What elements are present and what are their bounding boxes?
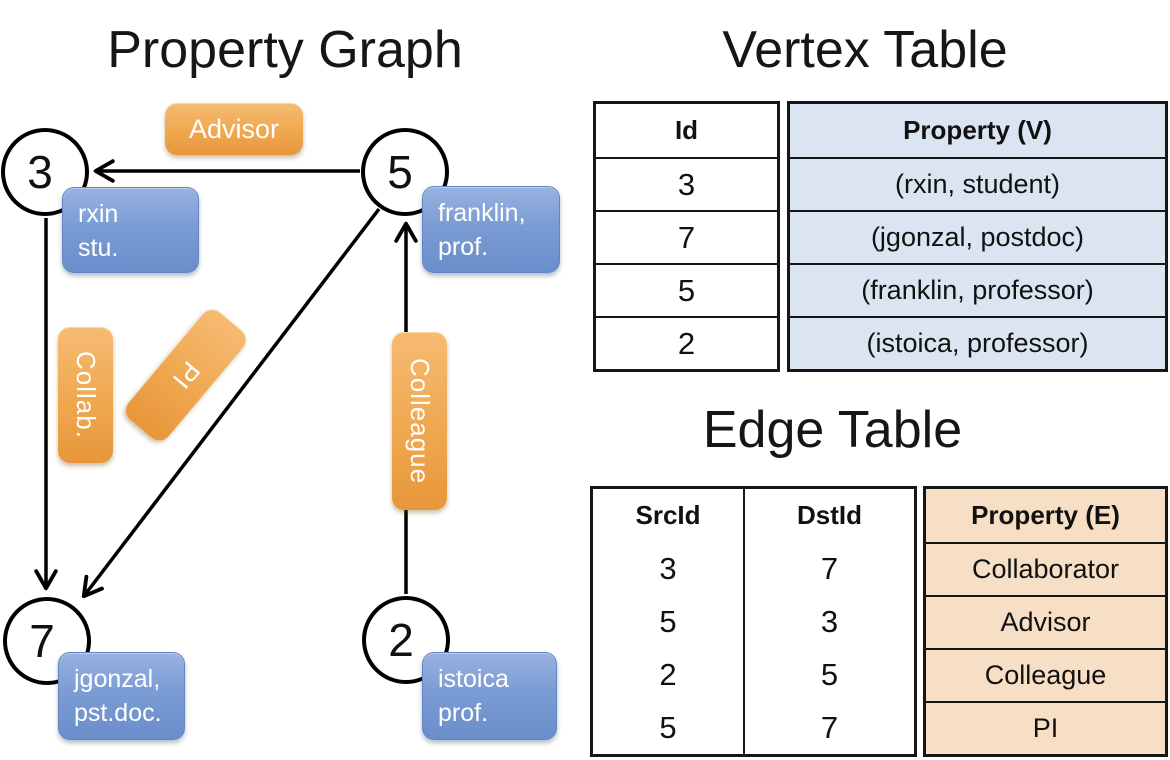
node-2: 2: [362, 596, 450, 684]
node-5-property-line1: franklin,: [438, 199, 526, 227]
node-7-property-label: jgonzal, pst.doc.: [58, 652, 185, 740]
vertex-table-property-cell: (franklin, professor): [790, 263, 1165, 316]
edge-table-dst-cell: 7: [743, 701, 914, 754]
vertex-table-title: Vertex Table: [722, 21, 1008, 79]
edge-table-property-header: Property (E): [971, 500, 1120, 530]
edge-table-dst-cell: 5: [743, 648, 914, 701]
edge-table-property-column: Property (E) Collaborator Advisor Collea…: [923, 486, 1168, 757]
node-2-property-line2: prof.: [438, 699, 489, 727]
edge-table-property-cell: Collaborator: [926, 542, 1165, 595]
node-3-property-line2: stu.: [78, 234, 119, 262]
edge-table-src-cell: 3: [659, 550, 677, 586]
node-5-property-label: franklin, prof.: [422, 186, 560, 273]
edge-table-src-cell: 5: [659, 603, 677, 639]
edge-table-property-cell: Advisor: [926, 595, 1165, 648]
edge-table-dst-header: DstId: [743, 489, 914, 542]
edge-badge-pi-label: PI: [166, 355, 207, 396]
node-3-id: 3: [27, 146, 53, 198]
property-graph-title: Property Graph: [107, 21, 463, 79]
vertex-table-id-column: Id 3 7 5 2: [593, 101, 780, 372]
edge-badge-advisor: Advisor: [165, 103, 303, 155]
node-7-property-line2: pst.doc.: [74, 699, 162, 727]
edge-badge-colleague-label: Colleague: [405, 357, 435, 485]
edge-table-id-columns: SrcId DstId 3 7 5 3 2 5 5 7: [590, 486, 917, 757]
edge-table-property-cell: Colleague: [926, 648, 1165, 701]
node-2-property-line1: istoica: [438, 665, 509, 693]
vertex-table-id-cell: 7: [596, 210, 777, 263]
vertex-table-property-header: Property (V): [903, 115, 1052, 145]
node-5-id: 5: [387, 146, 413, 198]
vertex-table-property-cell: (istoica, professor): [790, 316, 1165, 369]
vertex-table-id-cell: 5: [596, 263, 777, 316]
node-5: 5: [361, 128, 449, 216]
vertex-table-property-column: Property (V) (rxin, student) (jgonzal, p…: [787, 101, 1168, 372]
edge-badge-collab: Collab.: [58, 327, 113, 463]
edge-line-5-to-7-pi: [81, 207, 381, 599]
edge-badge-advisor-label: Advisor: [188, 113, 280, 144]
node-7-id: 7: [29, 615, 55, 667]
edge-table-title: Edge Table: [702, 401, 963, 459]
edge-badge-collab-label: Collab.: [71, 351, 101, 439]
vertex-table-property-cell: (rxin, student): [790, 157, 1165, 210]
edge-table-src-cell: 2: [659, 656, 677, 692]
edge-table-src-header: SrcId: [635, 500, 701, 530]
edge-table-dst-cell: 3: [743, 595, 914, 648]
node-3-property-line1: rxin: [78, 200, 119, 228]
node-5-property-line2: prof.: [438, 233, 489, 261]
vertex-table-id-cell: 3: [596, 157, 777, 210]
vertex-table-id-header: Id: [674, 115, 699, 145]
vertex-table-property-cell: (jgonzal, postdoc): [790, 210, 1165, 263]
node-2-id: 2: [388, 614, 414, 666]
edge-badge-colleague: Colleague: [392, 332, 447, 510]
node-7-property-line1: jgonzal,: [74, 665, 161, 693]
vertex-table-id-cell: 2: [596, 316, 777, 369]
node-2-property-label: istoica prof.: [422, 652, 557, 740]
edge-table-dst-cell: 7: [743, 542, 914, 595]
edge-table-src-cell: 5: [659, 709, 677, 745]
edge-table-property-cell: PI: [926, 701, 1165, 754]
node-3-property-label: rxin stu.: [62, 187, 199, 273]
